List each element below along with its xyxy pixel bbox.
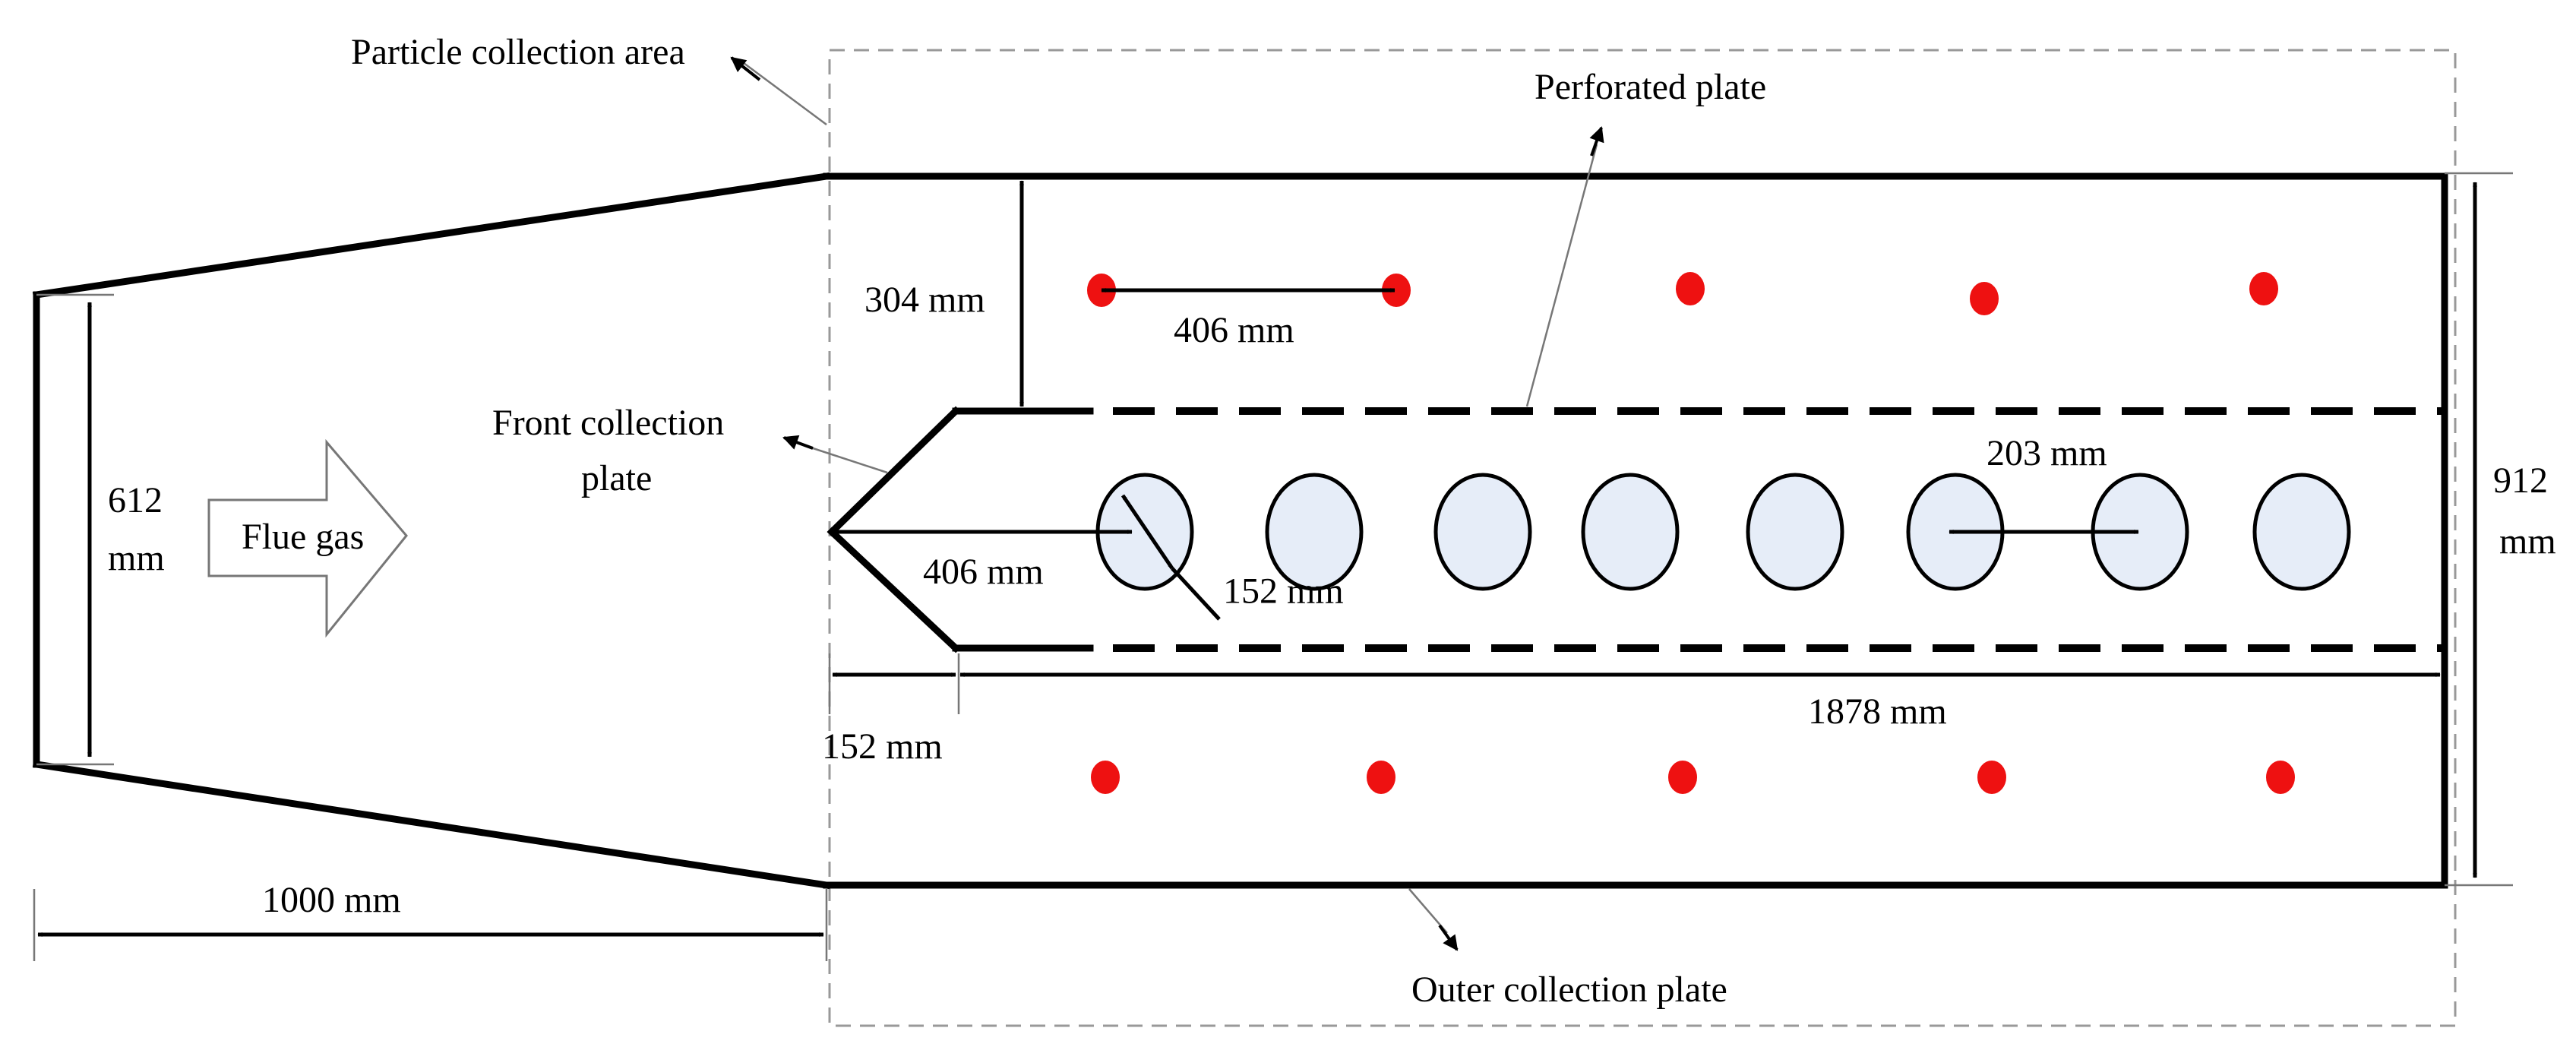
front-collection-plate-label-1: Front collection [492,403,724,443]
discharge-electrode-bottom [1977,761,2006,794]
front-collection-plate [827,406,1094,653]
front-collection-plate-label-2: plate [581,458,652,498]
particle-collection-area-label: Particle collection area [351,32,685,72]
discharge-electrode-top [1382,274,1411,307]
perforated-plate-leader [1525,144,1598,407]
collection-tube [1581,473,1680,591]
perforated-length-label: 1878 mm [1808,691,1947,732]
particle-collection-area-arrow [730,56,761,81]
tube-spacing-label: 203 mm [1987,433,2107,473]
perforated-plate-arrow [1589,126,1604,157]
electrode-spacing-label: 406 mm [1174,310,1294,350]
tube-diameter-dim-arrow [1120,494,1174,570]
particle-collection-area-leader [740,59,827,126]
discharge-electrode-bottom [2266,761,2295,794]
collection-tube [1746,473,1844,591]
discharge-electrode-top [1676,272,1705,305]
front-plate-length-label: 406 mm [923,552,1044,592]
discharge-electrode-bottom [1091,761,1120,794]
tube-diameter-leader [1171,567,1221,621]
collection-tube [1265,473,1364,591]
inlet-length-label: 1000 mm [262,880,401,920]
front-collection-plate-arrow [782,435,814,450]
perforated-plate-label: Perforated plate [1535,67,1766,107]
tube-diameter-label: 152 mm [1223,571,1344,612]
discharge-electrode-bottom [1668,761,1697,794]
gap-top-label: 304 mm [864,280,985,320]
collection-tube [2252,473,2351,591]
collection-tube [1433,473,1532,591]
flue-gas-label: Flue gas [242,517,364,557]
discharge-electrode-top [1970,282,1999,315]
discharge-electrode-top [2249,272,2278,305]
front-collection-plate-leader [801,443,888,474]
discharge-electrode-bottom [1367,761,1395,794]
inlet-height-value: 612 [108,480,163,520]
inlet-duct [32,172,831,890]
particle-collection-area-boundary [828,49,2457,1027]
outer-collection-plate-label: Outer collection plate [1411,970,1727,1010]
total-height-unit: mm [2499,521,2556,561]
inlet-height-unit: mm [108,538,165,578]
outer-collection-plate-arrow [1438,924,1459,951]
front-offset-label: 152 mm [822,726,943,767]
outer-collection-plate [823,172,2448,889]
total-height-value: 912 [2493,460,2548,501]
flue-gas-arrow [207,438,408,638]
perforated-plate [1113,407,2442,652]
